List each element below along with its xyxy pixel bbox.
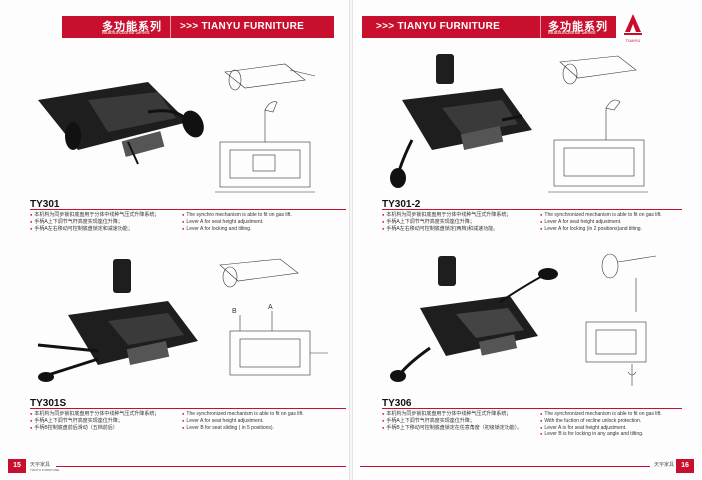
desc-line: The synchronized mechanism is able to fi… — [182, 411, 303, 418]
ty306-photo — [390, 256, 558, 382]
model-name: TY301S — [30, 398, 67, 409]
divider — [30, 209, 346, 210]
svg-text:B: B — [232, 308, 237, 315]
brand-name: >>> TIANYU FURNITURE — [376, 21, 501, 32]
desc-line: The synchronized mechanism is able to fi… — [540, 411, 661, 418]
page-number-left: 15 — [8, 459, 26, 473]
desc-line: Lever B is for locking in any angle and … — [540, 431, 662, 438]
series-title-en: Multifunctional Series — [548, 30, 596, 36]
ty301-photo — [38, 82, 204, 165]
desc-line: Lever A for seat height adjustment. — [182, 418, 304, 425]
desc-line: Lever B for seat sliding ( in 5 position… — [182, 425, 304, 432]
ty301-2-photo — [390, 54, 532, 188]
desc-line: The synchro mechanism is able to fit on … — [182, 212, 291, 219]
desc-line: 手柄A上下调节气杆高度实现座位升降； — [30, 219, 159, 226]
footer-brand-left: 天宇家具 TIANYU FURNITURE — [30, 461, 59, 472]
series-title-cn: 多功能系列 — [102, 20, 162, 33]
desc-line: 本机构为同步锁扣底盘用于分体中线种气压式升降系统； — [30, 411, 159, 418]
brand-logo-icon — [624, 14, 642, 35]
ty301-desc-en: The synchro mechanism is able to fit on … — [182, 212, 292, 233]
footer-brand-cn: 天宇家具 — [30, 462, 51, 468]
footer-rule — [360, 466, 650, 467]
ty301s-desc-cn: 本机构为同步锁扣底盘用于分体中线种气压式升降系统； 手柄A上下调节气杆高度实现座… — [30, 411, 159, 431]
ty306-desc-cn: 本机构为同步锁扣底盘用于分体中线种气压式升降系统； 手柄A上下调节气杆高度实现座… — [382, 411, 522, 431]
header-right: >>> TIANYU FURNITURE 多功能系列 Multifunction… — [362, 16, 616, 38]
ty301-drawing — [215, 63, 316, 193]
header-left: 多功能系列 Multifunctional Series >>> TIANYU … — [62, 16, 334, 38]
ty301s-drawing: B A — [219, 258, 328, 376]
desc-line: Lever A is for seat height adjustment. — [540, 425, 662, 432]
header-separator — [540, 16, 541, 38]
series-title-en: Multifunctional Series — [102, 30, 150, 36]
desc-line: 手柄A上下调节气杆高度实现座位升降； — [30, 418, 159, 425]
desc-line: 手柄B控制底盘前后滑动（五档前后） — [30, 425, 159, 432]
ty301s-photo — [37, 259, 198, 382]
ty301-2-desc-cn: 本机构为同步锁扣底盘用于分体中线种气压式升降系统； 手柄A上下调节气杆高度实现座… — [382, 212, 511, 232]
desc-line: Lever A for locking and tilting. — [182, 226, 292, 233]
footer-rule — [56, 466, 346, 467]
brand-name: >>> TIANYU FURNITURE — [180, 21, 305, 32]
ty301-2-drawing — [548, 55, 648, 193]
divider — [382, 408, 682, 409]
footer-brand-en: TIANYU FURNITURE — [30, 468, 60, 472]
footer-brand-cn: 天宇家具 — [654, 462, 675, 468]
desc-line: Lever A for seat height adjustment. — [540, 219, 662, 226]
ty301s-desc-en: The synchronized mechanism is able to fi… — [182, 411, 304, 432]
model-name: TY301-2 — [382, 199, 421, 210]
series-title-cn: 多功能系列 — [548, 20, 608, 33]
desc-line: 手柄B上下移动可控制底盘锁定在任意角度（初级锁定功能）。 — [382, 425, 522, 432]
desc-line: 本机构为同步锁扣底盘用于分体中线种气压式升降系统； — [30, 212, 159, 219]
logo-text: TIANYU — [625, 38, 641, 43]
desc-line: With the fuction of recline unlock prote… — [540, 418, 662, 425]
desc-line: 手柄A左右移动可控制底盘锁定(两档)和减速功能。 — [382, 226, 511, 233]
desc-line: Lever A for locking (in 2 positions)and … — [540, 226, 662, 233]
header-separator — [170, 16, 171, 38]
page-number-right: 16 — [676, 459, 694, 473]
desc-line: 本机构为同步锁扣底盘用于分体中线种气压式升降系统； — [382, 411, 522, 418]
page-gutter — [349, 0, 353, 480]
svg-text:A: A — [268, 304, 273, 311]
ty301-desc-cn: 本机构为同步锁扣底盘用于分体中线种气压式升降系统； 手柄A上下调节气杆高度实现座… — [30, 212, 159, 232]
divider — [30, 408, 346, 409]
model-name: TY301 — [30, 199, 60, 210]
desc-line: The synchronized mechanism is able to fi… — [540, 212, 661, 219]
desc-line: Lever A for seat height adjustment. — [182, 219, 292, 226]
desc-line: 手柄A上下调节气杆高度实现座位升降； — [382, 418, 522, 425]
model-name: TY306 — [382, 398, 412, 409]
ty306-drawing — [585, 253, 657, 386]
divider — [382, 209, 682, 210]
ty301-2-desc-en: The synchronized mechanism is able to fi… — [540, 212, 662, 233]
desc-line: 手柄A上下调节气杆高度实现座位升降； — [382, 219, 511, 226]
desc-line: 手柄A左右移动可控制底盘锁定和减速功能； — [30, 226, 159, 233]
ty306-desc-en: The synchronized mechanism is able to fi… — [540, 411, 662, 438]
desc-line: 本机构为同步锁扣底盘用于分体中线种气压式升降系统； — [382, 212, 511, 219]
footer-brand-right: 天宇家具 — [654, 461, 674, 468]
